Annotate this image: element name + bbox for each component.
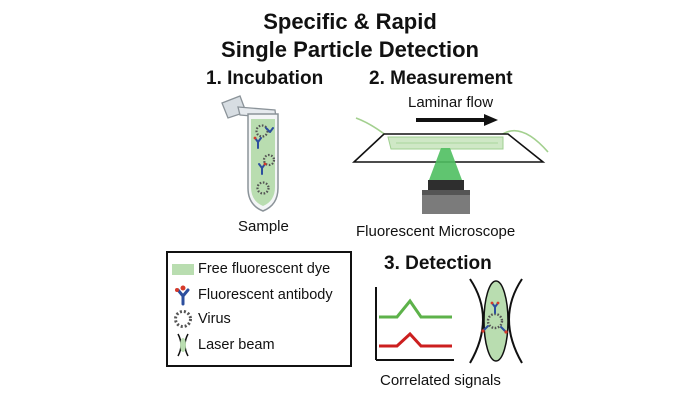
virus-icon <box>168 308 198 330</box>
legend-label-antibody: Fluorescent antibody <box>198 287 333 303</box>
red-signal-trace <box>379 331 452 348</box>
green-signal-trace <box>379 298 452 319</box>
title-line-1: Specific & Rapid <box>263 9 437 34</box>
step-incubation-heading: 1. Incubation <box>206 68 324 89</box>
microscope-label: Fluorescent Microscope <box>356 223 516 240</box>
step-detection-heading: 3. Detection <box>384 253 492 274</box>
legend-item-virus: Virus <box>168 308 231 330</box>
title-line-2: Single Particle Detection <box>221 37 479 62</box>
laser-beam-icon <box>168 333 198 357</box>
tube-antibody-icons <box>253 127 274 175</box>
legend-label-virus: Virus <box>198 311 231 327</box>
laser-focus-icon <box>469 278 523 364</box>
flow-arrow-icon <box>416 114 498 126</box>
tube-virus-icons <box>255 124 276 195</box>
sample-label: Sample <box>238 218 289 235</box>
legend-label-dye: Free fluorescent dye <box>198 261 331 277</box>
laser-cone <box>429 148 462 180</box>
correlated-signals-label: Correlated signals <box>380 372 501 389</box>
legend-label-laser: Laser beam <box>198 337 275 353</box>
legend-item-antibody: Fluorescent antibody <box>168 284 333 306</box>
dye-swatch-icon <box>168 263 198 275</box>
step-measurement-heading: 2. Measurement <box>369 68 513 89</box>
legend-item-dye: Free fluorescent dye <box>168 258 330 280</box>
laminar-flow-label: Laminar flow <box>408 94 494 111</box>
legend-box: Free fluorescent dye Fluorescent antibod… <box>166 251 352 367</box>
signal-plot <box>375 287 454 361</box>
legend-item-laser: Laser beam <box>168 333 275 357</box>
antibody-icon <box>168 285 198 306</box>
microscope-icon <box>422 180 470 214</box>
